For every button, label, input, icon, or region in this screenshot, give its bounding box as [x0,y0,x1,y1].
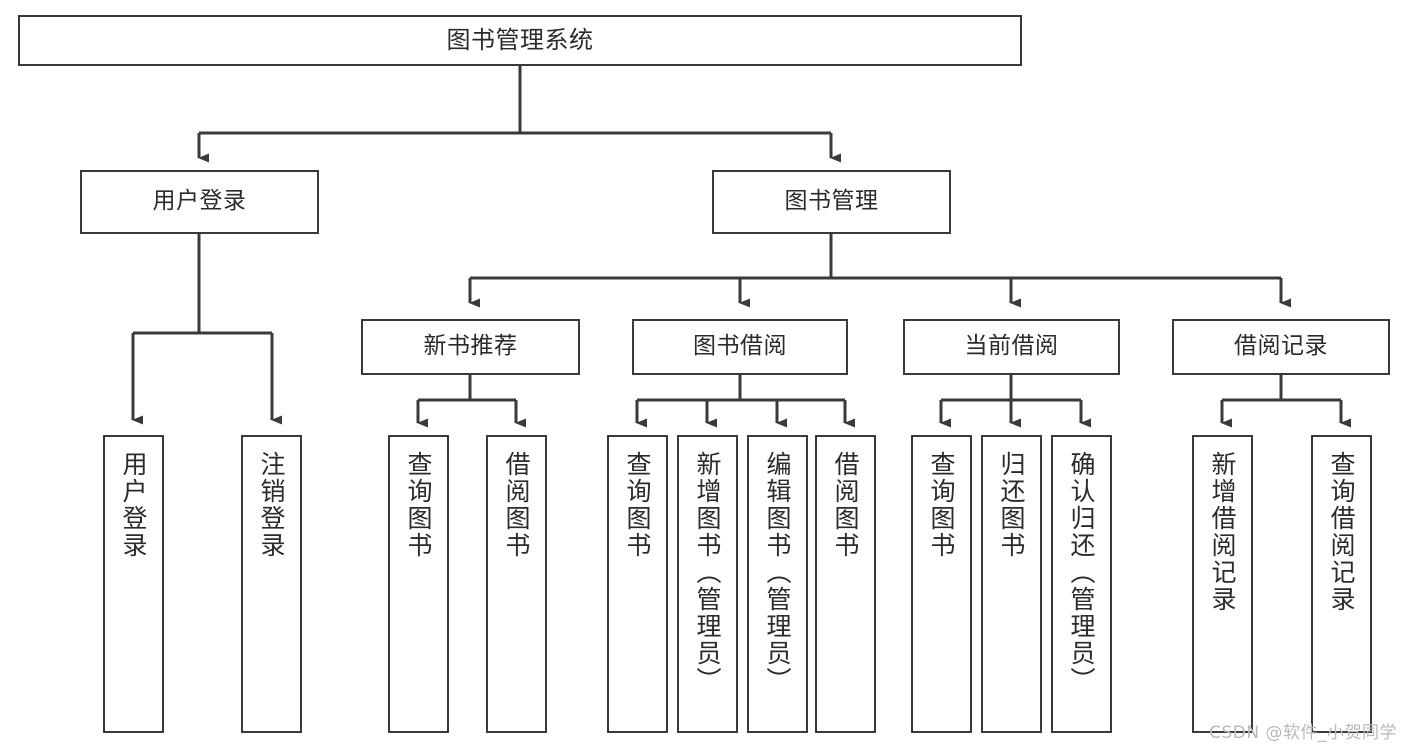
leaf-book-borrow-borrow[interactable]: 借阅图书 [815,435,876,733]
node-book-borrow-label: 图书借阅 [693,333,787,360]
node-new-book-recommend-label: 新书推荐 [423,333,518,360]
leaf-label: 编辑图书（管理员） [763,451,792,694]
leaf-label: 查询图书 [623,451,652,559]
leaf-label: 确认归还（管理员） [1067,451,1096,694]
leaf-book-borrow-query[interactable]: 查询图书 [607,435,668,733]
leaf-new-book-borrow[interactable]: 借阅图书 [486,435,547,733]
node-current-borrow-label: 当前借阅 [964,333,1059,360]
leaf-user-login-login[interactable]: 用户登录 [103,435,164,733]
leaf-label: 归还图书 [997,451,1026,559]
leaf-label: 查询图书 [927,451,956,559]
node-new-book-recommend[interactable]: 新书推荐 [361,319,580,375]
leaf-new-book-query[interactable]: 查询图书 [388,435,449,733]
node-book-management-label: 图书管理 [784,188,879,215]
leaf-label: 用户登录 [119,451,148,559]
node-book-management[interactable]: 图书管理 [712,170,951,234]
leaf-label: 注销登录 [257,451,286,559]
leaf-label: 查询图书 [404,451,433,559]
leaf-label: 借阅图书 [502,451,531,559]
leaf-label: 新增借阅记录 [1208,451,1237,613]
node-borrow-record[interactable]: 借阅记录 [1172,319,1390,375]
node-root[interactable]: 图书管理系统 [18,15,1022,66]
node-borrow-record-label: 借阅记录 [1234,333,1328,360]
leaf-user-login-logout[interactable]: 注销登录 [241,435,302,733]
leaf-label: 查询借阅记录 [1327,451,1356,613]
node-book-borrow[interactable]: 图书借阅 [632,319,848,375]
leaf-current-borrow-return[interactable]: 归还图书 [981,435,1042,733]
leaf-label: 借阅图书 [831,451,860,559]
node-user-login-label: 用户登录 [152,188,247,215]
leaf-book-borrow-edit[interactable]: 编辑图书（管理员） [747,435,808,733]
leaf-borrow-record-query[interactable]: 查询借阅记录 [1311,435,1372,733]
node-current-borrow[interactable]: 当前借阅 [903,319,1120,375]
watermark: CSDN @软件_小贺同学 [1209,723,1397,743]
leaf-borrow-record-add[interactable]: 新增借阅记录 [1192,435,1253,733]
leaf-current-borrow-query[interactable]: 查询图书 [911,435,972,733]
node-user-login[interactable]: 用户登录 [80,170,319,234]
node-root-label: 图书管理系统 [446,26,594,55]
leaf-book-borrow-add[interactable]: 新增图书（管理员） [677,435,738,733]
leaf-label: 新增图书（管理员） [693,451,722,694]
leaf-current-borrow-confirm[interactable]: 确认归还（管理员） [1051,435,1112,733]
